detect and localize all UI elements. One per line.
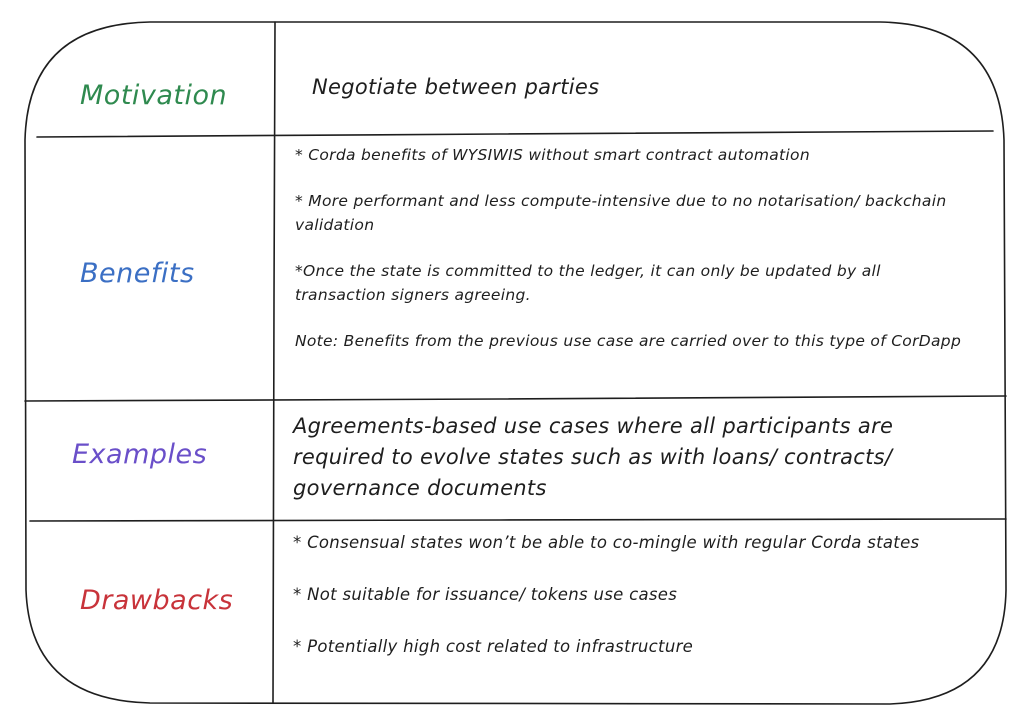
row-divider-3 bbox=[29, 518, 1007, 522]
column-divider bbox=[272, 21, 276, 704]
benefits-list: * Corda benefits of WYSIWIS without smar… bbox=[295, 143, 975, 353]
rounded-border bbox=[24, 21, 1007, 705]
drawbacks-list: * Consensual states won’t be able to co-… bbox=[293, 530, 973, 660]
examples-text: Agreements-based use cases where all par… bbox=[293, 414, 894, 500]
benefit-note: Note: Benefits from the previous use cas… bbox=[295, 332, 962, 350]
benefit-item: * More performant and less compute-inten… bbox=[295, 192, 947, 234]
examples-label: Examples bbox=[72, 439, 208, 470]
drawback-item: * Consensual states won’t be able to co-… bbox=[293, 533, 920, 552]
row-divider-1 bbox=[36, 130, 994, 138]
drawback-item: * Potentially high cost related to infra… bbox=[293, 637, 694, 656]
drawback-item: * Not suitable for issuance/ tokens use … bbox=[293, 585, 678, 604]
row-divider-2 bbox=[24, 395, 1007, 402]
drawbacks-label: Drawbacks bbox=[80, 585, 234, 616]
motivation-label: Motivation bbox=[80, 80, 228, 111]
benefit-item: *Once the state is committed to the ledg… bbox=[295, 262, 881, 304]
benefit-item: * Corda benefits of WYSIWIS without smar… bbox=[295, 146, 810, 164]
benefits-label: Benefits bbox=[80, 258, 195, 289]
motivation-text: Negotiate between parties bbox=[312, 75, 600, 99]
